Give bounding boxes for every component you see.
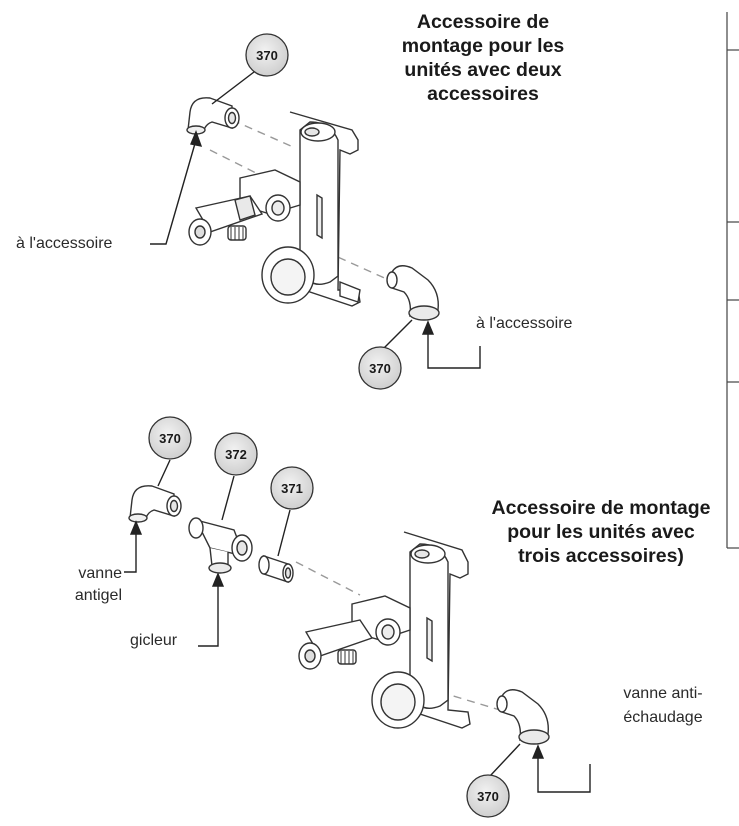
label-to-accessory-left: à l'accessoire — [16, 235, 113, 252]
elbow-bottom-right — [496, 689, 550, 745]
bottom-leader-lines — [124, 459, 591, 793]
top-leader-lines — [150, 71, 481, 369]
elbow-bottom-left — [128, 485, 182, 523]
callout-370-bottom-left: 370 — [148, 416, 192, 460]
svg-text:370: 370 — [256, 48, 278, 63]
top-assembly — [186, 97, 440, 321]
svg-text:372: 372 — [225, 447, 247, 462]
label-nozzle: gicleur — [130, 632, 178, 649]
top-title: Accessoire de montage pour les unités av… — [401, 11, 565, 105]
label-anti-scald-valve: vanne anti-échaudage — [623, 685, 703, 726]
label-to-accessory-right: à l'accessoire — [476, 315, 573, 332]
callout-370-top-right: 370 — [358, 346, 402, 390]
callout-370-top-left: 370 — [245, 33, 289, 77]
tee-fitting — [188, 517, 253, 574]
bottom-title: Accessoire de montage pour les unités av… — [491, 497, 711, 567]
svg-text:370: 370 — [369, 361, 391, 376]
svg-text:370: 370 — [477, 789, 499, 804]
callout-370-bottom-right: 370 — [466, 774, 510, 818]
label-antifreeze-valve: vanne antigel — [74, 565, 122, 604]
callout-372: 372 — [214, 432, 258, 476]
svg-text:370: 370 — [159, 431, 181, 446]
elbow-top-right — [386, 265, 440, 321]
callout-371: 371 — [270, 466, 314, 510]
sleeve-fitting — [258, 555, 294, 583]
svg-text:371: 371 — [281, 481, 303, 496]
partial-table-frame — [726, 12, 739, 549]
bottom-assembly — [128, 485, 550, 745]
elbow-top-left — [186, 97, 240, 135]
